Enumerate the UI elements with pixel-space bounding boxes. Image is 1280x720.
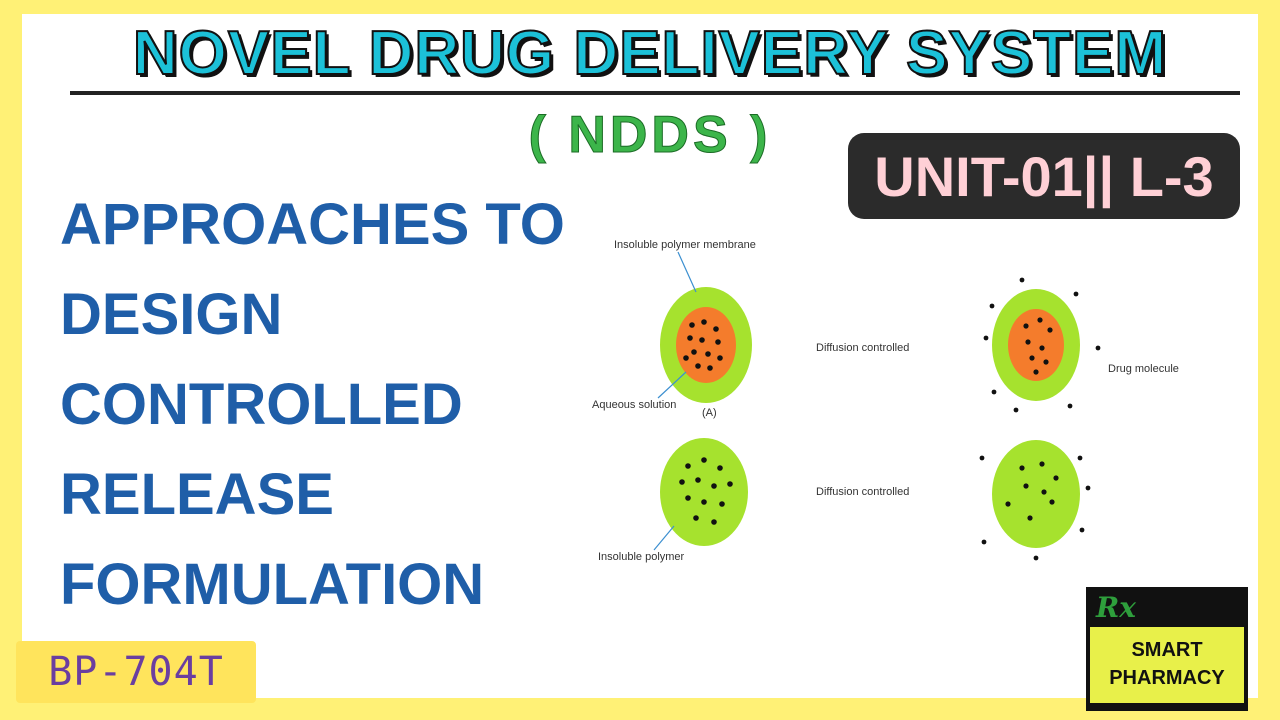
course-code-badge: BP-704T: [16, 641, 256, 703]
label-a: (A): [702, 407, 717, 419]
unit-badge: UNIT-01|| L-3: [848, 133, 1240, 219]
course-code: BP-704T: [48, 649, 224, 695]
label-polymer: Insoluble polymer: [598, 551, 685, 563]
logo-line-2: PHARMACY: [1109, 667, 1225, 689]
rx-symbol: Rx: [1096, 591, 1136, 624]
unit-badge-label: UNIT-01|| L-3: [874, 144, 1214, 208]
heading-line: APPROACHES TO: [60, 192, 565, 257]
lecture-heading: APPROACHES TO DESIGN CONTROLLED RELEASE …: [60, 180, 580, 630]
heading-line: FORMULATION: [60, 552, 485, 617]
logo-band: [1090, 627, 1244, 703]
matrix-device-before: [660, 438, 748, 546]
label-diffusion-top: Diffusion controlled: [816, 342, 909, 354]
reservoir-device-after: [983, 277, 1101, 413]
label-drug-molecule: Drug molecule: [1108, 363, 1179, 375]
logo-line-1: SMART: [1131, 639, 1203, 661]
release-diagram: Insoluble polymer membrane Aqueous solut…: [592, 239, 1179, 563]
subtitle-abbreviation: ( NDDS ): [528, 106, 772, 165]
reservoir-device-before: [660, 287, 752, 403]
page-title: NOVEL DRUG DELIVERY SYSTEM: [132, 18, 1168, 89]
label-membrane: Insoluble polymer membrane: [614, 239, 756, 251]
heading-line: DESIGN: [60, 282, 283, 347]
heading-line: RELEASE: [60, 462, 334, 527]
matrix-device-after: [979, 440, 1091, 561]
heading-line: CONTROLLED: [60, 372, 463, 437]
label-diffusion-bottom: Diffusion controlled: [816, 486, 909, 498]
smart-pharmacy-logo: Rx SMART PHARMACY: [1086, 587, 1248, 711]
title-underline: [70, 91, 1240, 95]
label-aqueous: Aqueous solution: [592, 399, 676, 411]
